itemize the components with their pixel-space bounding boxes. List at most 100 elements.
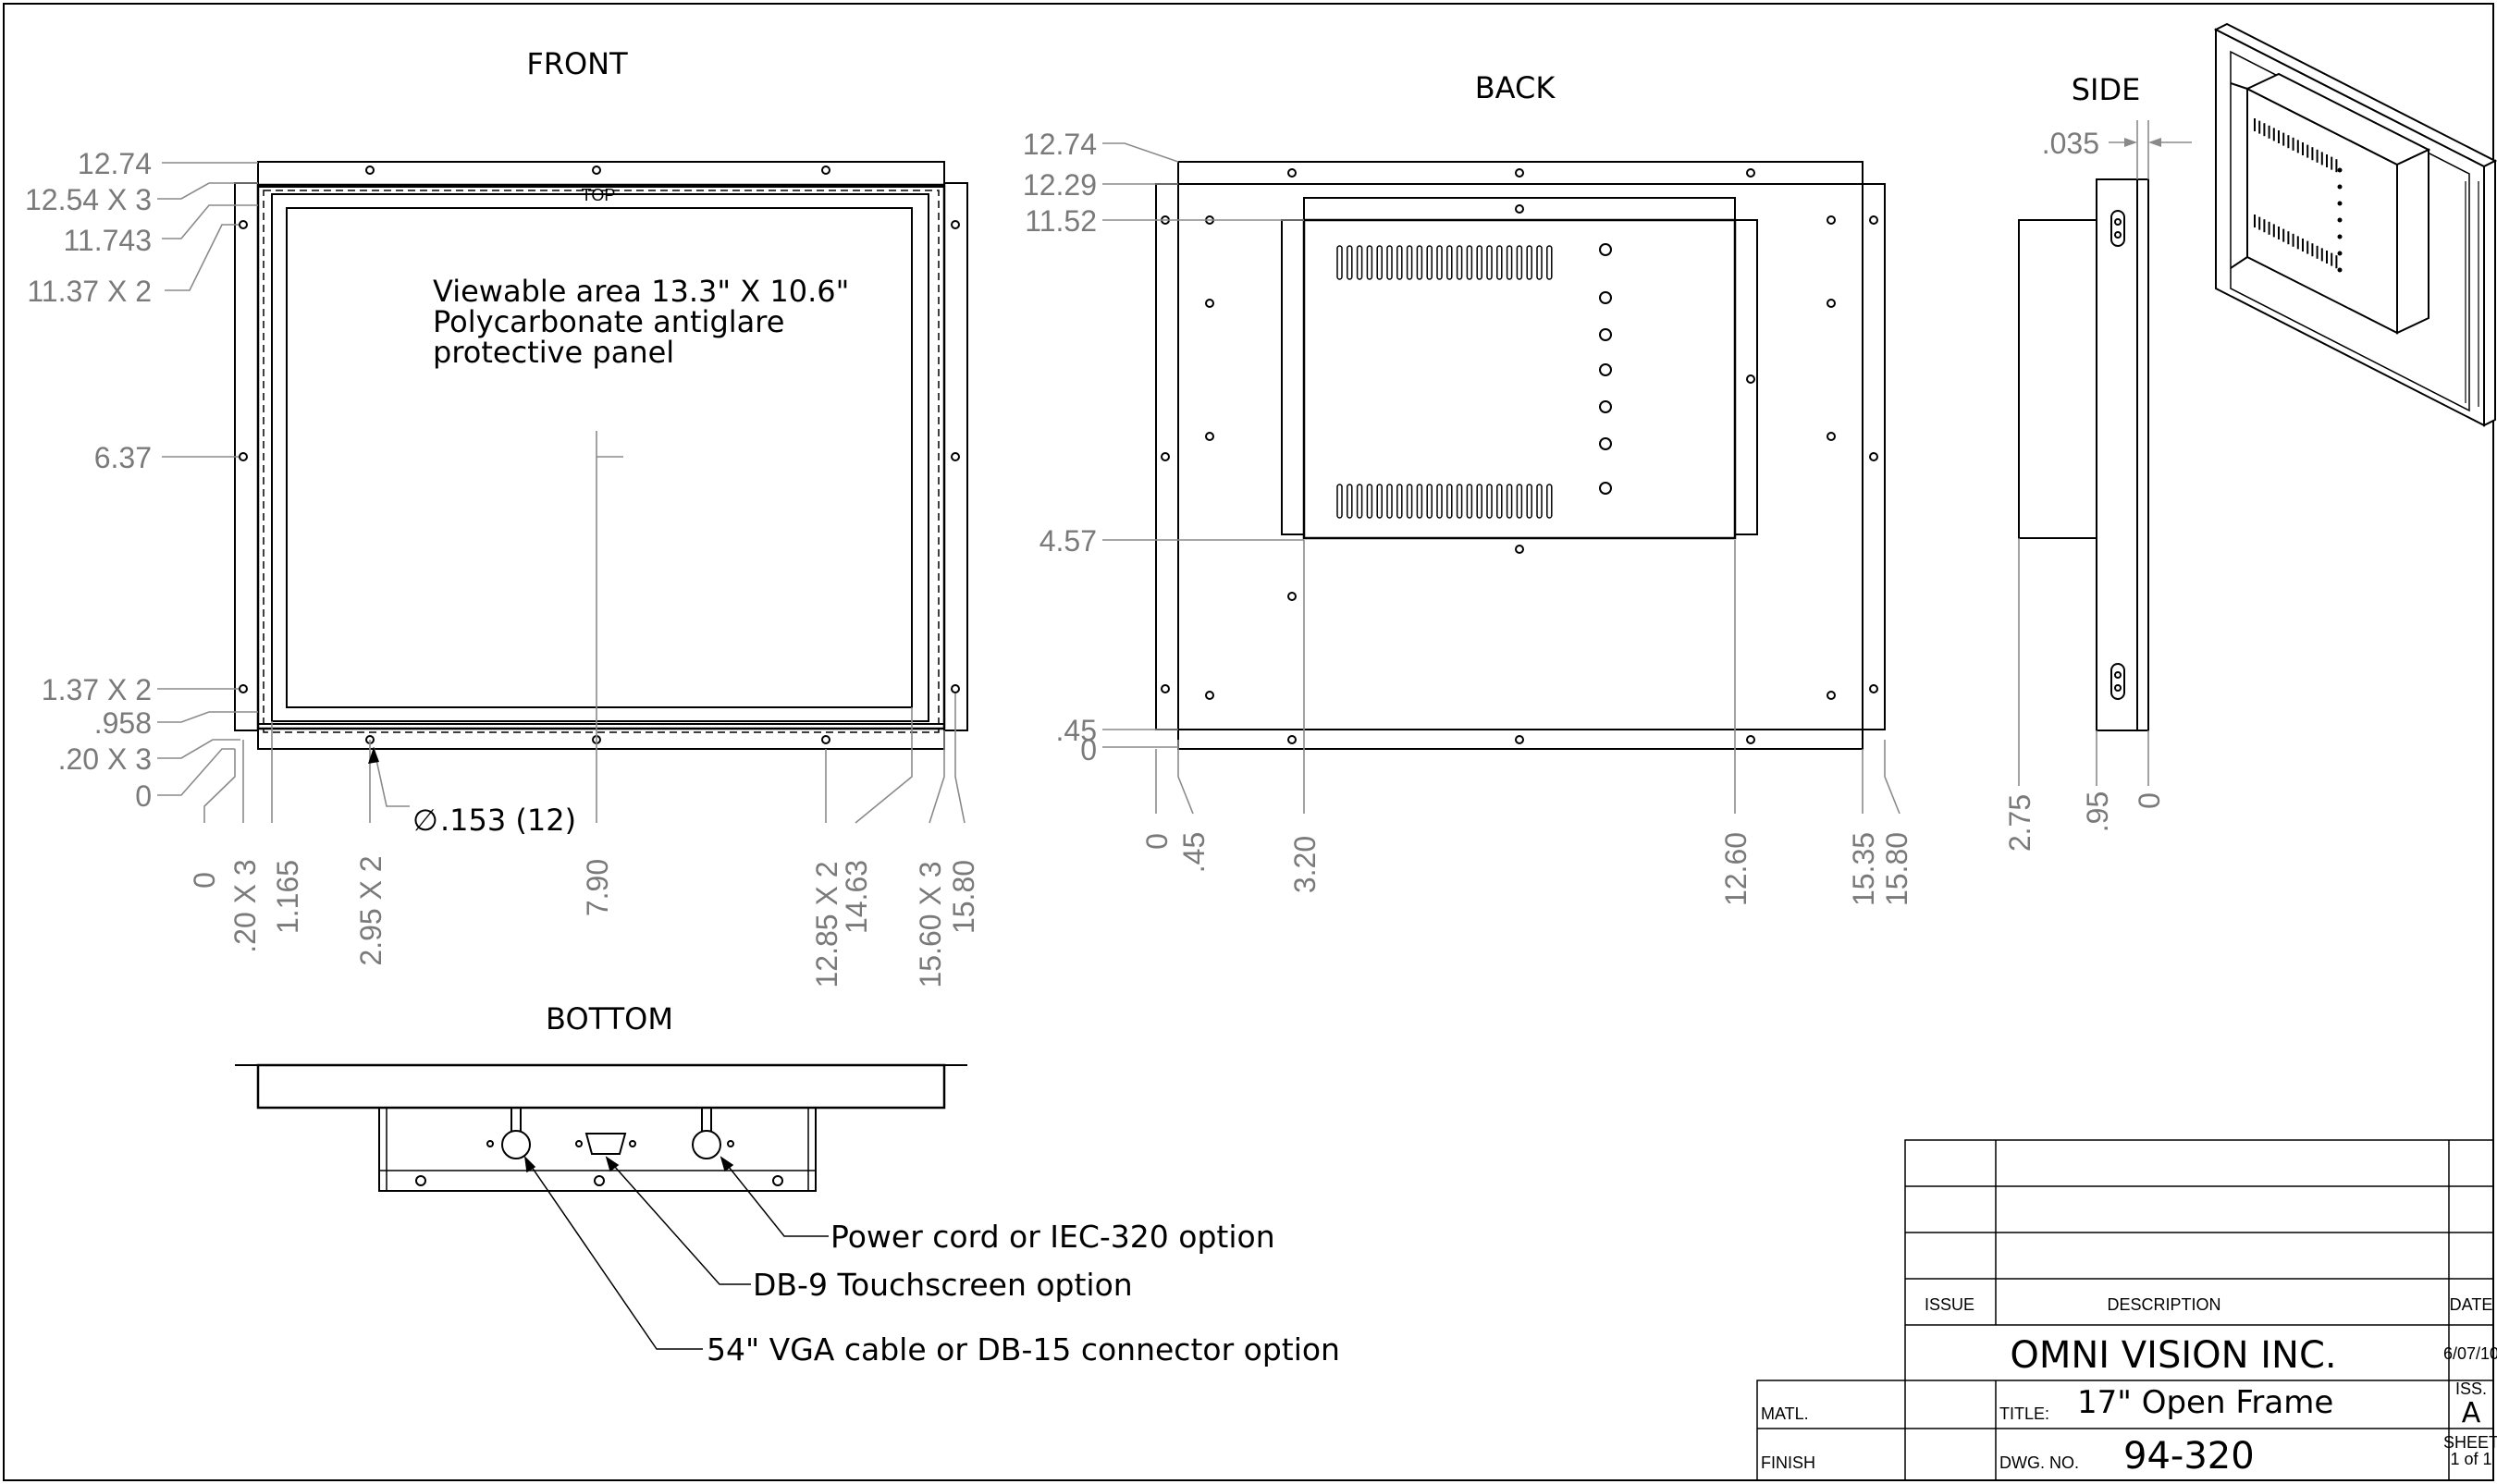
vent-slot	[1486, 484, 1493, 519]
iso-led	[2337, 184, 2343, 190]
vent-slot	[1456, 484, 1463, 519]
back-bottom-flange	[1177, 729, 1864, 750]
back-dim-12.74: 12.74	[1023, 128, 1097, 161]
vent-slot	[1396, 245, 1403, 280]
iss-label: ISS.	[2455, 1380, 2487, 1398]
back-left-dimensions: 12.74 12.29 11.52 4.57 .45 0	[1023, 128, 1304, 767]
vent-slot	[1366, 484, 1373, 519]
back-bottom-dim-0: 0	[1140, 833, 1174, 850]
title-block	[1756, 1139, 2494, 1481]
back-view: 12.74 12.29 11.52 4.57 .45 0 0 .45 3.20 …	[1023, 128, 1913, 906]
vent-slot	[1506, 245, 1513, 280]
front-dim-12.74: 12.74	[78, 147, 152, 180]
back-bottom-dim-12.60: 12.60	[1719, 832, 1753, 906]
back-bottom-dim-.45: .45	[1177, 832, 1211, 873]
vent-slot	[1376, 484, 1383, 519]
back-bottom-dim-15.80: 15.80	[1880, 832, 1913, 906]
vga-grommet	[692, 1130, 721, 1159]
front-dim-12.54x3: 12.54 X 3	[25, 183, 152, 216]
callout-vga: 54" VGA cable or DB-15 connector option	[707, 1331, 1340, 1367]
vent-slot	[1546, 245, 1553, 280]
front-bottom-dim-7.90: 7.90	[581, 859, 614, 916]
sheet-border	[3, 3, 2494, 1481]
vent-slot	[1386, 484, 1393, 519]
front-bottom-dim-15.60x3: 15.60 X 3	[914, 862, 947, 988]
vent-slot	[1446, 245, 1453, 280]
iso-led	[2337, 267, 2343, 273]
hole-diameter-symbol: ∅	[412, 803, 438, 838]
bottom-enclosure	[378, 1107, 817, 1192]
vent-slot	[1446, 484, 1453, 519]
db9-connector	[584, 1133, 627, 1155]
side-dim-0: 0	[2133, 792, 2166, 809]
vent-slot	[1496, 245, 1503, 280]
side-dimensions: .035 2.75 .95 0	[2003, 120, 2192, 852]
iso-led	[2337, 251, 2343, 256]
vent-slot	[1436, 245, 1443, 280]
vent-slot	[1476, 484, 1482, 519]
description-label: DESCRIPTION	[2107, 1295, 2220, 1314]
iso-led	[2337, 167, 2343, 173]
vent-slot	[1466, 245, 1473, 280]
power-cord-grommet	[501, 1130, 531, 1159]
back-bracket-right	[1734, 219, 1758, 535]
view-title-back: BACK	[1475, 70, 1556, 105]
view-title-front: FRONT	[526, 46, 628, 81]
panel-top-mark: TOP	[582, 186, 616, 204]
front-frame	[256, 183, 946, 730]
vent-slot	[1506, 484, 1513, 519]
hole-callout: .153 (12)	[440, 803, 576, 838]
vent-slot	[1426, 484, 1433, 519]
vent-slot	[1476, 245, 1482, 280]
drawing-title: 17" Open Frame	[2077, 1384, 2333, 1421]
sheet-label: SHEET	[2443, 1433, 2497, 1452]
vent-slot	[1406, 484, 1413, 519]
led-indicators	[1599, 243, 1612, 495]
back-bottom-dim-3.20: 3.20	[1288, 836, 1322, 893]
front-mounting-holes	[239, 166, 960, 744]
viewable-note-line-2: Polycarbonate antiglare	[433, 304, 784, 339]
vent-slot	[1347, 245, 1353, 280]
bottom-leaders	[523, 1155, 829, 1350]
vent-slot	[1406, 245, 1413, 280]
callout-db9: DB-9 Touchscreen option	[753, 1267, 1133, 1303]
bottom-frame	[256, 1063, 946, 1110]
vent-slot	[1336, 484, 1343, 519]
vent-slot	[1526, 245, 1532, 280]
front-top-flange	[257, 161, 945, 188]
front-dim-0: 0	[135, 779, 152, 813]
front-bottom-dim-2.95x2: 2.95 X 2	[354, 855, 387, 965]
side-enclosure	[2018, 219, 2097, 539]
back-dim-11.52: 11.52	[1025, 204, 1097, 238]
vent-slots-top	[1336, 245, 1553, 280]
iso-led	[2337, 217, 2343, 223]
view-title-bottom: BOTTOM	[546, 1001, 673, 1036]
vent-slot	[1466, 484, 1473, 519]
vent-slot	[1536, 484, 1543, 519]
view-title-side: SIDE	[2072, 72, 2141, 107]
back-bottom-dim-15.35: 15.35	[1847, 832, 1880, 906]
side-bracket	[2096, 178, 2138, 731]
issue-label: ISSUE	[1925, 1295, 1974, 1314]
front-dim-1.37x2: 1.37 X 2	[42, 673, 152, 706]
front-bottom-dim-0: 0	[188, 872, 221, 889]
viewable-note-line-1: Viewable area 13.3" X 10.6"	[433, 274, 849, 309]
back-bottom-dimensions: 0 .45 3.20 12.60 15.35 15.80	[1140, 540, 1913, 906]
back-dim-.45: .45	[1056, 714, 1097, 747]
viewable-note-line-3: protective panel	[433, 335, 674, 370]
back-chassis-dashed	[1177, 183, 1864, 730]
sheet-value: 1 of 1	[2450, 1450, 2491, 1468]
viewable-area	[286, 207, 913, 708]
side-slots	[2110, 210, 2125, 700]
back-bracket-left	[1281, 219, 1305, 535]
vent-slot	[1486, 245, 1493, 280]
front-bottom-dim-.20x3: .20 X 3	[228, 859, 262, 952]
date-value: 6/07/10	[2443, 1344, 2497, 1363]
isometric-view	[2213, 22, 2497, 427]
front-dim-.958: .958	[94, 706, 152, 740]
vent-slot	[1546, 484, 1553, 519]
bottom-view: Power cord or IEC-320 option DB-9 Touchs…	[235, 1063, 1340, 1367]
vent-slot	[1416, 245, 1423, 280]
front-bezel	[271, 193, 929, 722]
